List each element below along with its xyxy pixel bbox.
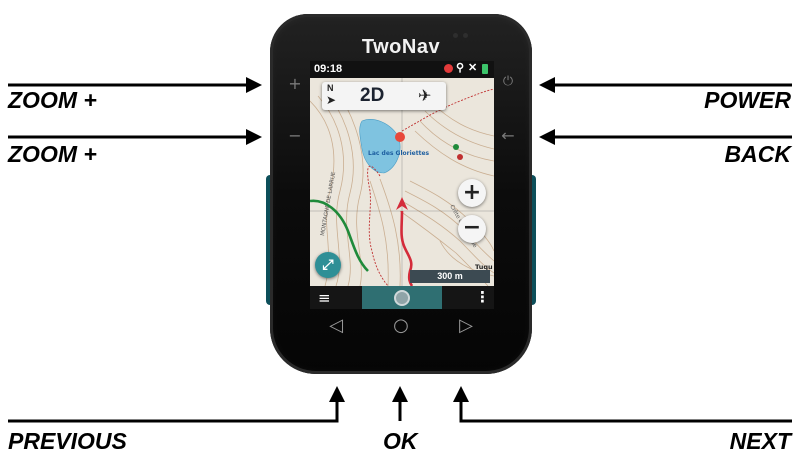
map-mode-value: 2D — [360, 85, 385, 106]
menu-icon[interactable]: ≡ — [318, 289, 331, 307]
ok-button[interactable]: ○ — [393, 315, 409, 336]
map-scale: 300 m — [410, 270, 490, 283]
previous-label: PREVIOUS — [8, 428, 127, 454]
device-screen[interactable]: Lac des Gloriettes MONTAGNE DE LARRUE Cr… — [310, 61, 494, 309]
fullscreen-button[interactable]: ⤢ — [315, 252, 341, 278]
back-label: BACK — [724, 141, 791, 167]
zoom-out-label: ZOOM + — [8, 141, 97, 167]
peak-label: Tuqu — [475, 263, 493, 271]
zoom-in-label: ZOOM + — [8, 87, 97, 113]
right-side-grip — [528, 175, 536, 305]
gps-device: TwoNav + − ⏻ ← — [270, 14, 532, 374]
record-icon — [444, 64, 453, 73]
north-label: N — [327, 83, 334, 93]
clock: 09:18 — [314, 63, 343, 75]
light-sensor — [463, 33, 468, 38]
light-sensor — [453, 33, 458, 38]
map-mode-card[interactable]: N ➤ 2D ✈ — [322, 82, 446, 110]
satellite-icon: ✕ — [468, 62, 478, 74]
ok-label: OK — [383, 428, 418, 454]
power-button[interactable]: ⏻ — [502, 74, 514, 89]
next-button[interactable]: ▷ — [459, 315, 473, 336]
back-button[interactable]: ← — [501, 126, 515, 145]
map-zoom-in-button[interactable]: + — [458, 179, 486, 207]
power-label: POWER — [704, 87, 791, 113]
brand-logo: TwoNav — [361, 36, 441, 58]
battery-icon — [482, 64, 488, 74]
center-action-button[interactable] — [362, 286, 442, 309]
map-zoom-out-button[interactable]: − — [458, 215, 486, 243]
hiker-icon: ⚲ — [456, 62, 465, 74]
zoom-out-button[interactable]: − — [288, 126, 302, 145]
record-circle-icon — [394, 290, 410, 306]
lake-label: Lac des Gloriettes — [368, 150, 430, 157]
next-label: NEXT — [729, 428, 791, 454]
bottom-bar: ≡ ⋮ — [310, 286, 494, 309]
gps-satellite-icon: ✈ — [418, 88, 432, 105]
zoom-in-button[interactable]: + — [288, 74, 302, 93]
north-arrow-icon: ➤ — [326, 93, 337, 107]
more-options-icon[interactable]: ⋮ — [475, 288, 490, 306]
previous-button[interactable]: ◁ — [329, 315, 343, 336]
status-bar: 09:18 ⚲ ✕ — [310, 61, 494, 78]
